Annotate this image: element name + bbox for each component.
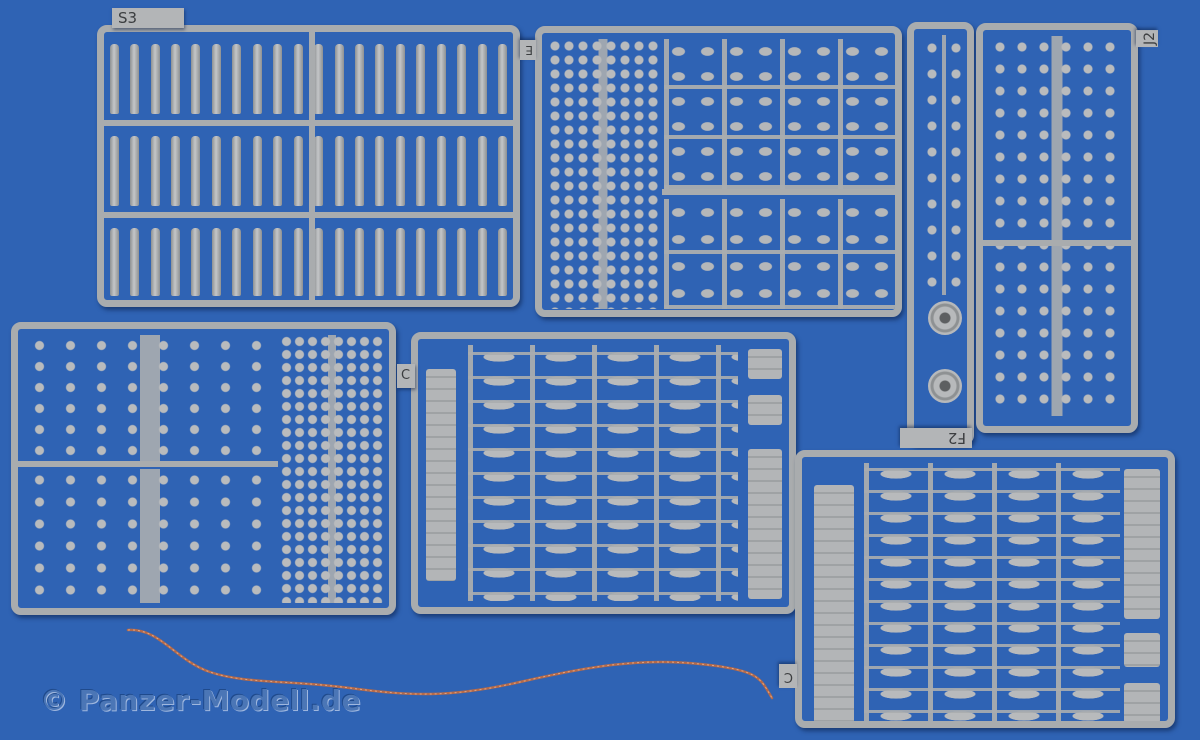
track-run — [1124, 469, 1160, 619]
sprue-f2 — [907, 22, 974, 445]
ammo-row — [104, 224, 513, 300]
parts-field — [920, 35, 967, 295]
watermark: © Panzer-Modell.de — [40, 684, 362, 717]
sprue-c2 — [795, 450, 1175, 728]
sprue-left-mid — [11, 322, 396, 615]
sprue-tag-s3: S3 — [112, 8, 184, 28]
sprue-tag-c-middle: C — [397, 364, 415, 388]
track-run — [1124, 683, 1160, 721]
parts-field — [280, 335, 384, 603]
sprue-j2 — [976, 23, 1138, 433]
parts-field — [989, 36, 1125, 416]
sprue-c1 — [411, 332, 796, 614]
road-wheel — [928, 301, 962, 335]
sprue-tag-j2: J2 — [1136, 30, 1158, 48]
track-run — [1124, 633, 1160, 667]
parts-field — [24, 335, 276, 461]
sprue-e — [535, 26, 902, 317]
road-wheel — [928, 369, 962, 403]
ammo-row — [104, 40, 513, 118]
sprue-tag-e: E — [520, 40, 536, 60]
parts-field — [468, 345, 738, 601]
ammo-row — [104, 132, 513, 210]
track-run — [814, 485, 854, 721]
track-run — [748, 395, 782, 425]
sprue-s3 — [97, 25, 520, 307]
track-run — [748, 349, 782, 379]
parts-field — [24, 469, 276, 603]
tow-cable — [126, 628, 774, 700]
parts-field — [664, 39, 895, 189]
track-run — [748, 449, 782, 599]
parts-field — [548, 39, 658, 309]
track-run — [426, 369, 456, 581]
sprue-tag-f2: F2 — [900, 428, 972, 448]
parts-field — [864, 463, 1120, 721]
parts-field — [664, 199, 895, 309]
